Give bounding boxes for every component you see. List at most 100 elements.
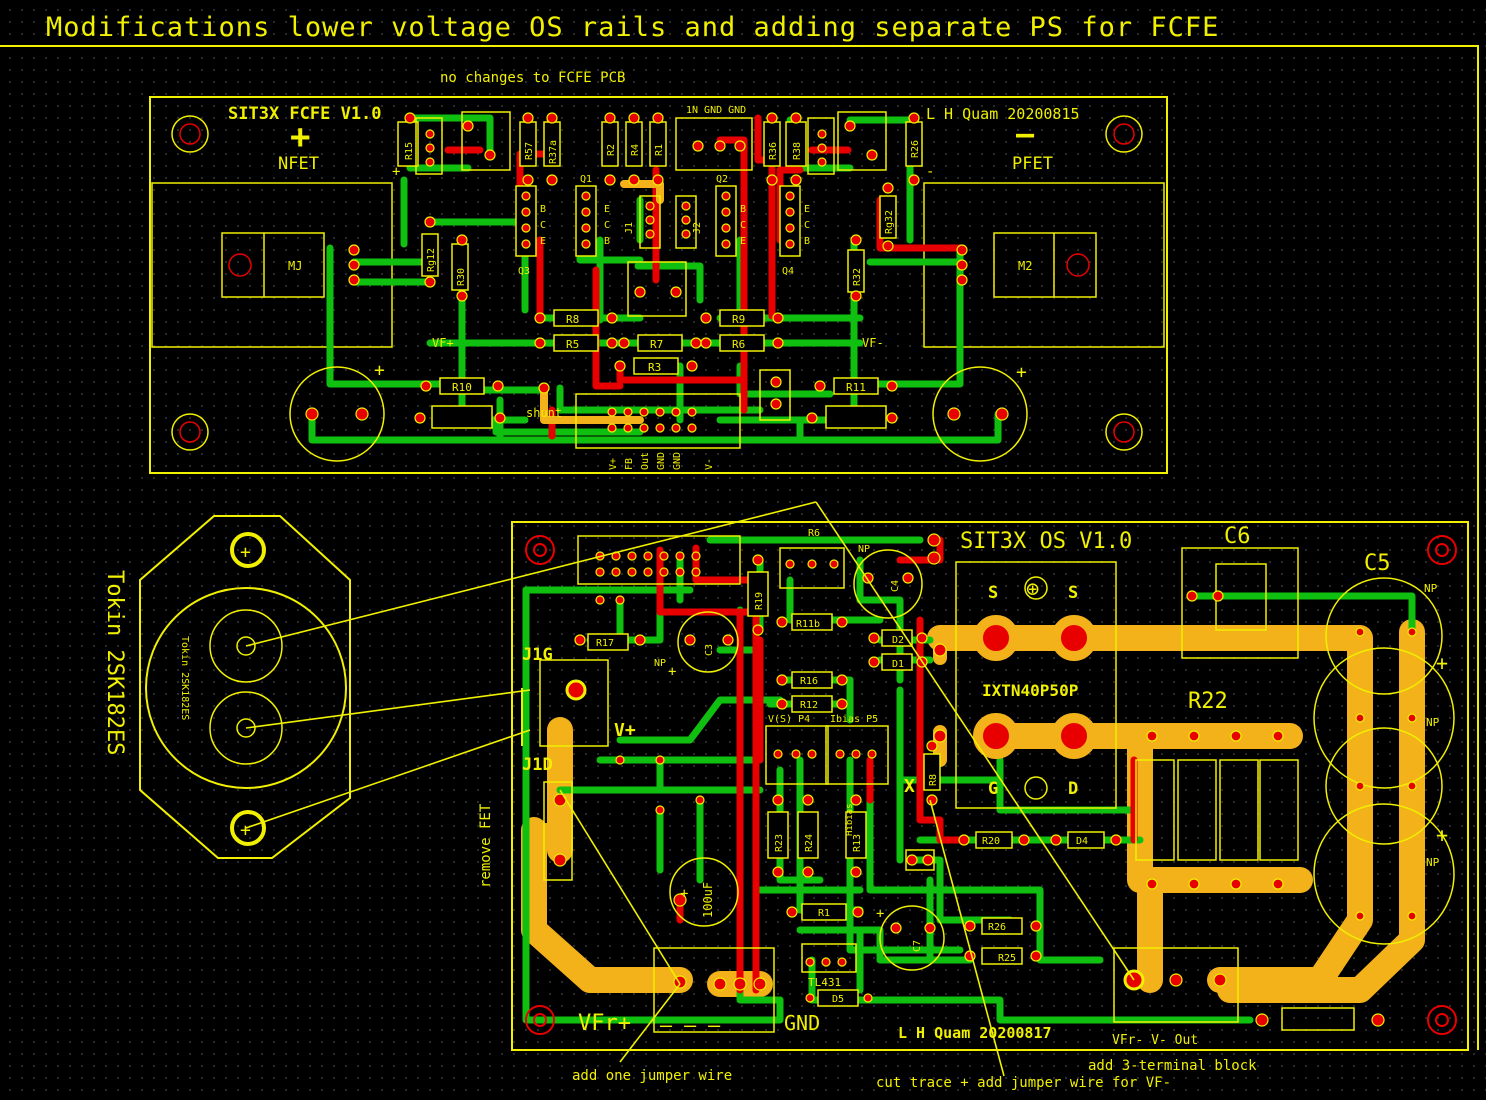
annotation-jumper: add one jumper wire [572,1068,732,1084]
svg-text:Q3: Q3 [518,266,530,277]
nfet-label: NFET [278,154,319,174]
svg-text:C: C [604,220,610,231]
svg-text:+: + [1436,651,1448,675]
c5-label: C5 [1364,551,1391,576]
vf-plus-label: VF+ [432,336,454,350]
output-terminal-labels: VFr- V- Out [1112,1033,1198,1048]
outer-frame [0,45,1479,1050]
pfet-label: PFET [1012,154,1053,174]
svg-text:R16: R16 [800,676,818,687]
svg-text:TL431: TL431 [808,976,841,989]
svg-text:R1: R1 [654,144,665,156]
svg-text:+: + [374,360,385,381]
fcfe-mount-holes [171,115,1143,451]
svg-text:NP: NP [858,544,870,555]
vf-minus-label: VF- [862,336,884,350]
svg-text:NP: NP [654,658,666,669]
svg-text:R11b: R11b [796,619,820,630]
svg-text:V-: V- [704,458,715,470]
svg-text:Out: Out [640,452,651,470]
svg-text:R36: R36 [768,142,779,160]
svg-text:J1: J1 [624,222,635,234]
fcfe-author: L H Quam 20200815 [926,105,1080,123]
svg-text:C: C [540,220,546,231]
svg-text:Q2: Q2 [716,174,728,185]
svg-text:C4: C4 [890,580,901,592]
os-board: SIT3X OS V1.0 L H Quam 20200817 C6 C5 NP… [478,521,1469,1051]
fcfe-board-name: SIT3X FCFE V1.0 [228,104,382,124]
svg-text:Rg12: Rg12 [426,248,437,272]
removed-fet-outline [543,781,573,881]
os-small-caps [669,549,945,971]
svg-text:S: S [988,583,998,603]
svg-text:+: + [392,164,400,180]
c6-label: C6 [1224,524,1251,549]
svg-text:E: E [540,236,546,247]
j1g-label: J1G [522,645,553,665]
svg-text:Ibias P5: Ibias P5 [830,714,878,725]
svg-text:D5: D5 [832,994,844,1005]
svg-text:C7: C7 [912,940,923,952]
svg-text:R5: R5 [566,338,579,351]
os-author: L H Quam 20200817 [898,1024,1052,1042]
os-outline [511,521,1469,1051]
svg-text:FB: FB [624,458,635,470]
m2-body [993,232,1097,298]
svg-text:100uF: 100uF [701,882,715,918]
m2-label: M2 [1018,259,1032,273]
svg-text:R11: R11 [846,381,866,394]
svg-text:V+: V+ [608,458,619,470]
shunt-label: shunt [526,406,562,420]
svg-text:R57: R57 [524,142,535,160]
fcfe-minus-symbol: — [1016,117,1035,152]
fcfe-note: no changes to FCFE PCB [440,70,625,86]
svg-text:C: C [740,220,746,231]
cut-mark: X [904,776,915,797]
fcfe-cap-right [932,366,1028,462]
svg-text:Q4: Q4 [782,266,794,277]
output-block-outline [1113,947,1239,1023]
svg-text:R25: R25 [998,953,1016,964]
os-resistor-bodies [587,571,1105,1007]
svg-text:J2: J2 [692,222,703,234]
svg-text:E: E [604,204,610,215]
svg-text:R6: R6 [808,528,820,539]
svg-text:R9: R9 [732,313,745,326]
annotation-leaders [245,501,1135,1077]
svg-text:Rg32: Rg32 [884,210,895,234]
svg-text:R24: R24 [804,834,815,852]
svg-text:+: + [240,542,251,563]
fcfe-cap-left [289,366,385,462]
m1-label: MJ [288,259,302,273]
vplus-label: V+ [614,720,636,741]
svg-text:R17: R17 [596,638,614,649]
os-board-name: SIT3X OS V1.0 [960,529,1132,554]
svg-text:D1: D1 [892,659,904,670]
svg-text:B: B [540,204,546,215]
c6-outline [1181,547,1299,659]
vfr-plus-label: VFr+ [578,1011,631,1036]
svg-text:B: B [740,204,746,215]
svg-text:R26: R26 [988,922,1006,933]
svg-text:R10: R10 [452,381,472,394]
svg-text:R37a: R37a [548,140,559,164]
m1-body [221,232,325,298]
annotation-cut-trace: cut trace + add jumper wire for VF- [876,1075,1171,1091]
svg-text:— — —: — — — [660,1013,721,1037]
tokin-transistor: + + Tokin 2SK182ES Tokin 2SK182ES [102,515,351,859]
tokin-label: Tokin 2SK182ES [102,570,127,755]
os-power-traces [521,619,1425,1003]
svg-text:R12: R12 [800,700,818,711]
svg-text:V(S) P4: V(S) P4 [768,714,810,725]
c5-outlines [1313,577,1455,945]
j1-outline [539,659,609,747]
svg-text:NP: NP [1426,856,1440,869]
svg-text:R30: R30 [456,268,467,286]
svg-text:R1: R1 [818,908,830,919]
svg-text:R6: R6 [732,338,745,351]
svg-text:B: B [804,236,810,247]
svg-text:R13: R13 [852,834,863,852]
annotation-terminal-block: add 3-terminal block [1088,1058,1257,1074]
svg-text:⊕: ⊕ [1026,577,1039,602]
